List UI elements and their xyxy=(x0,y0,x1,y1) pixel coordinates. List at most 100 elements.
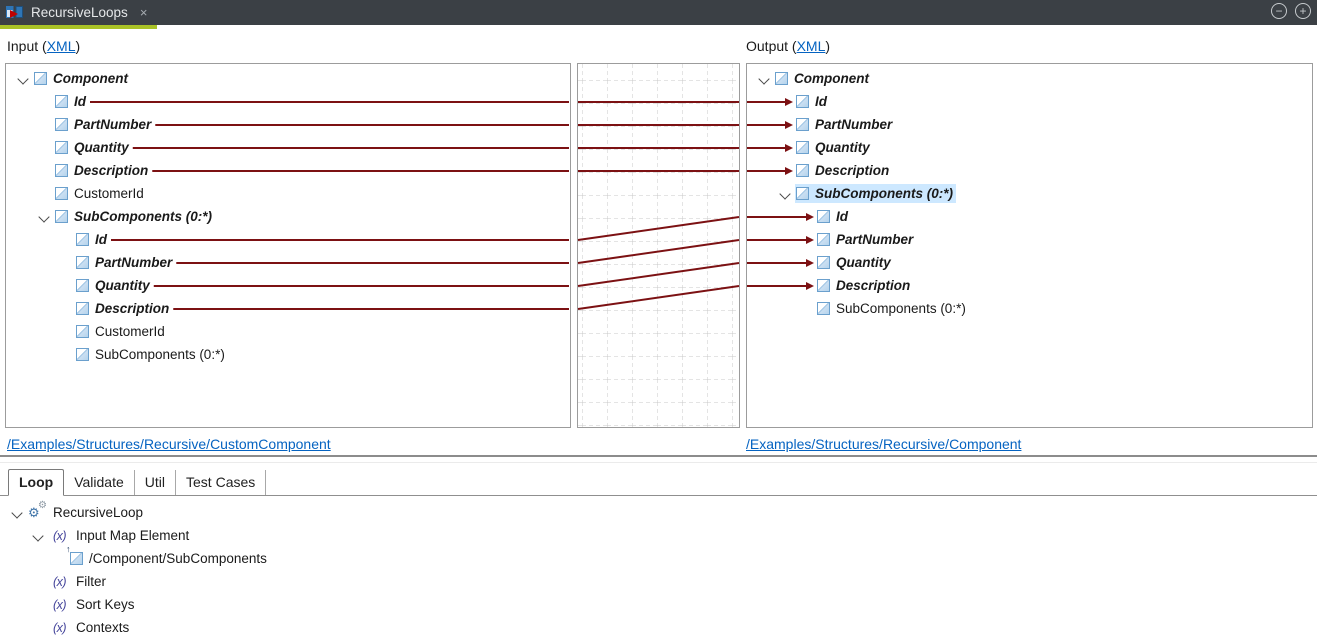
tree-item-id[interactable]: Id xyxy=(6,90,570,113)
element-icon xyxy=(817,256,830,269)
tree-item-label: Description xyxy=(815,163,890,178)
tree-item-sub-customerid[interactable]: CustomerId xyxy=(6,320,570,343)
chevron-spacer xyxy=(56,320,75,343)
tree-item-contexts[interactable]: (x)Contexts xyxy=(0,616,1317,639)
tree-item-component[interactable]: Component xyxy=(6,67,570,90)
mapping-grid-panel xyxy=(577,63,740,428)
document-tab[interactable]: RecursiveLoops × xyxy=(0,0,157,25)
tree-item-label: Description xyxy=(74,163,149,178)
tree-item-sub-quantity[interactable]: Quantity xyxy=(6,274,570,297)
tree-item-label: SubComponents (0:*) xyxy=(836,301,966,316)
chevron-down-icon[interactable] xyxy=(755,67,774,90)
chevron-down-icon[interactable] xyxy=(35,205,54,228)
tree-item-label: Description xyxy=(95,301,170,316)
tree-item-id[interactable]: Id xyxy=(747,90,1312,113)
chevron-spacer xyxy=(35,113,54,136)
tree-item-content: PartNumber xyxy=(795,115,895,134)
tree-item-content: CustomerId xyxy=(54,184,147,203)
chevron-spacer xyxy=(56,228,75,251)
tree-item-label: RecursiveLoop xyxy=(53,505,144,520)
maximize-button[interactable]: + xyxy=(1295,3,1311,19)
window-controls: − + xyxy=(1271,3,1311,19)
chevron-spacer xyxy=(35,182,54,205)
element-icon xyxy=(817,233,830,246)
tree-item-content: Quantity xyxy=(795,138,873,157)
chevron-down-icon[interactable] xyxy=(8,501,27,524)
tab-validate[interactable]: Validate xyxy=(64,470,135,495)
tree-item-label: CustomerId xyxy=(95,324,165,339)
element-icon xyxy=(55,141,68,154)
tree-item-content: ↑/Component/SubComponents xyxy=(66,544,270,568)
loop-detail-tree: ⚙⚙RecursiveLoop(x)Input Map Element↑/Com… xyxy=(0,498,1317,639)
chevron-spacer xyxy=(797,274,816,297)
tree-item-sub-subcomponents[interactable]: SubComponents (0:*) xyxy=(6,343,570,366)
document-tab-title: RecursiveLoops xyxy=(31,5,128,20)
tree-item-sub-description[interactable]: Description xyxy=(747,274,1312,297)
input-xml-link[interactable]: XML xyxy=(46,38,76,54)
tree-item-content: PartNumber xyxy=(816,230,916,249)
tree-item-input-map-element[interactable]: (x)Input Map Element xyxy=(0,524,1317,547)
tree-item-sub-id[interactable]: Id xyxy=(747,205,1312,228)
chevron-spacer xyxy=(797,205,816,228)
tree-item-content: PartNumber xyxy=(54,115,154,134)
tree-item-quantity[interactable]: Quantity xyxy=(6,136,570,159)
tree-item-label: Contexts xyxy=(76,620,130,635)
element-icon xyxy=(76,279,89,292)
tree-item-subcomponents[interactable]: SubComponents (0:*) xyxy=(6,205,570,228)
minimize-button[interactable]: − xyxy=(1271,3,1287,19)
tree-item-filter[interactable]: (x)Filter xyxy=(0,570,1317,593)
chevron-spacer xyxy=(29,616,48,639)
tree-item-description[interactable]: Description xyxy=(6,159,570,182)
chevron-down-icon[interactable] xyxy=(29,524,48,547)
tree-item-partnumber[interactable]: PartNumber xyxy=(6,113,570,136)
tree-item-sub-partnumber[interactable]: PartNumber xyxy=(747,228,1312,251)
input-header-suffix: ) xyxy=(75,38,81,54)
tree-item-label: Component xyxy=(53,71,128,86)
function-icon: (x) xyxy=(52,528,67,543)
gear-icon: ⚙ xyxy=(28,505,40,520)
tree-item-sub-subcomponents[interactable]: SubComponents (0:*) xyxy=(747,297,1312,320)
tree-item-component-subcomponents[interactable]: ↑/Component/SubComponents xyxy=(0,544,1317,570)
horizontal-splitter[interactable] xyxy=(0,455,1317,457)
tree-item-content: Component xyxy=(33,69,131,88)
tree-item-content: ⚙⚙RecursiveLoop xyxy=(27,501,146,522)
tree-item-content: (x)Contexts xyxy=(48,618,132,637)
tree-item-content: SubComponents (0:*) xyxy=(816,299,969,318)
tree-item-description[interactable]: Description xyxy=(747,159,1312,182)
tab-util[interactable]: Util xyxy=(135,470,177,495)
tree-item-component[interactable]: Component xyxy=(747,67,1312,90)
chevron-spacer xyxy=(56,297,75,320)
close-icon[interactable]: × xyxy=(139,5,148,20)
chevron-spacer xyxy=(776,136,795,159)
tree-item-label: Description xyxy=(836,278,911,293)
tab-loop[interactable]: Loop xyxy=(8,469,65,496)
chevron-spacer xyxy=(56,274,75,297)
tree-item-sub-id[interactable]: Id xyxy=(6,228,570,251)
input-structure-link[interactable]: /Examples/Structures/Recursive/CustomCom… xyxy=(7,436,331,452)
tree-item-recursiveloop[interactable]: ⚙⚙RecursiveLoop xyxy=(0,501,1317,524)
element-icon xyxy=(70,552,83,565)
element-icon xyxy=(55,187,68,200)
tree-item-content: Description xyxy=(795,161,892,180)
chevron-down-icon[interactable] xyxy=(776,182,795,205)
tree-item-label: Quantity xyxy=(95,278,150,293)
tree-item-sub-quantity[interactable]: Quantity xyxy=(747,251,1312,274)
tree-item-sort-keys[interactable]: (x)Sort Keys xyxy=(0,593,1317,616)
output-xml-link[interactable]: XML xyxy=(796,38,826,54)
element-icon xyxy=(55,95,68,108)
tree-item-label: Filter xyxy=(76,574,106,589)
tree-item-label: PartNumber xyxy=(95,255,173,270)
tree-item-sub-description[interactable]: Description xyxy=(6,297,570,320)
chevron-down-icon[interactable] xyxy=(14,67,33,90)
tree-item-subcomponents[interactable]: SubComponents (0:*) xyxy=(747,182,1312,205)
chevron-spacer xyxy=(776,159,795,182)
tree-item-partnumber[interactable]: PartNumber xyxy=(747,113,1312,136)
tree-item-quantity[interactable]: Quantity xyxy=(747,136,1312,159)
tree-item-customerid[interactable]: CustomerId xyxy=(6,182,570,205)
element-icon xyxy=(76,256,89,269)
tab-test-cases[interactable]: Test Cases xyxy=(176,470,267,495)
tree-item-sub-partnumber[interactable]: PartNumber xyxy=(6,251,570,274)
output-structure-link[interactable]: /Examples/Structures/Recursive/Component xyxy=(746,436,1022,452)
